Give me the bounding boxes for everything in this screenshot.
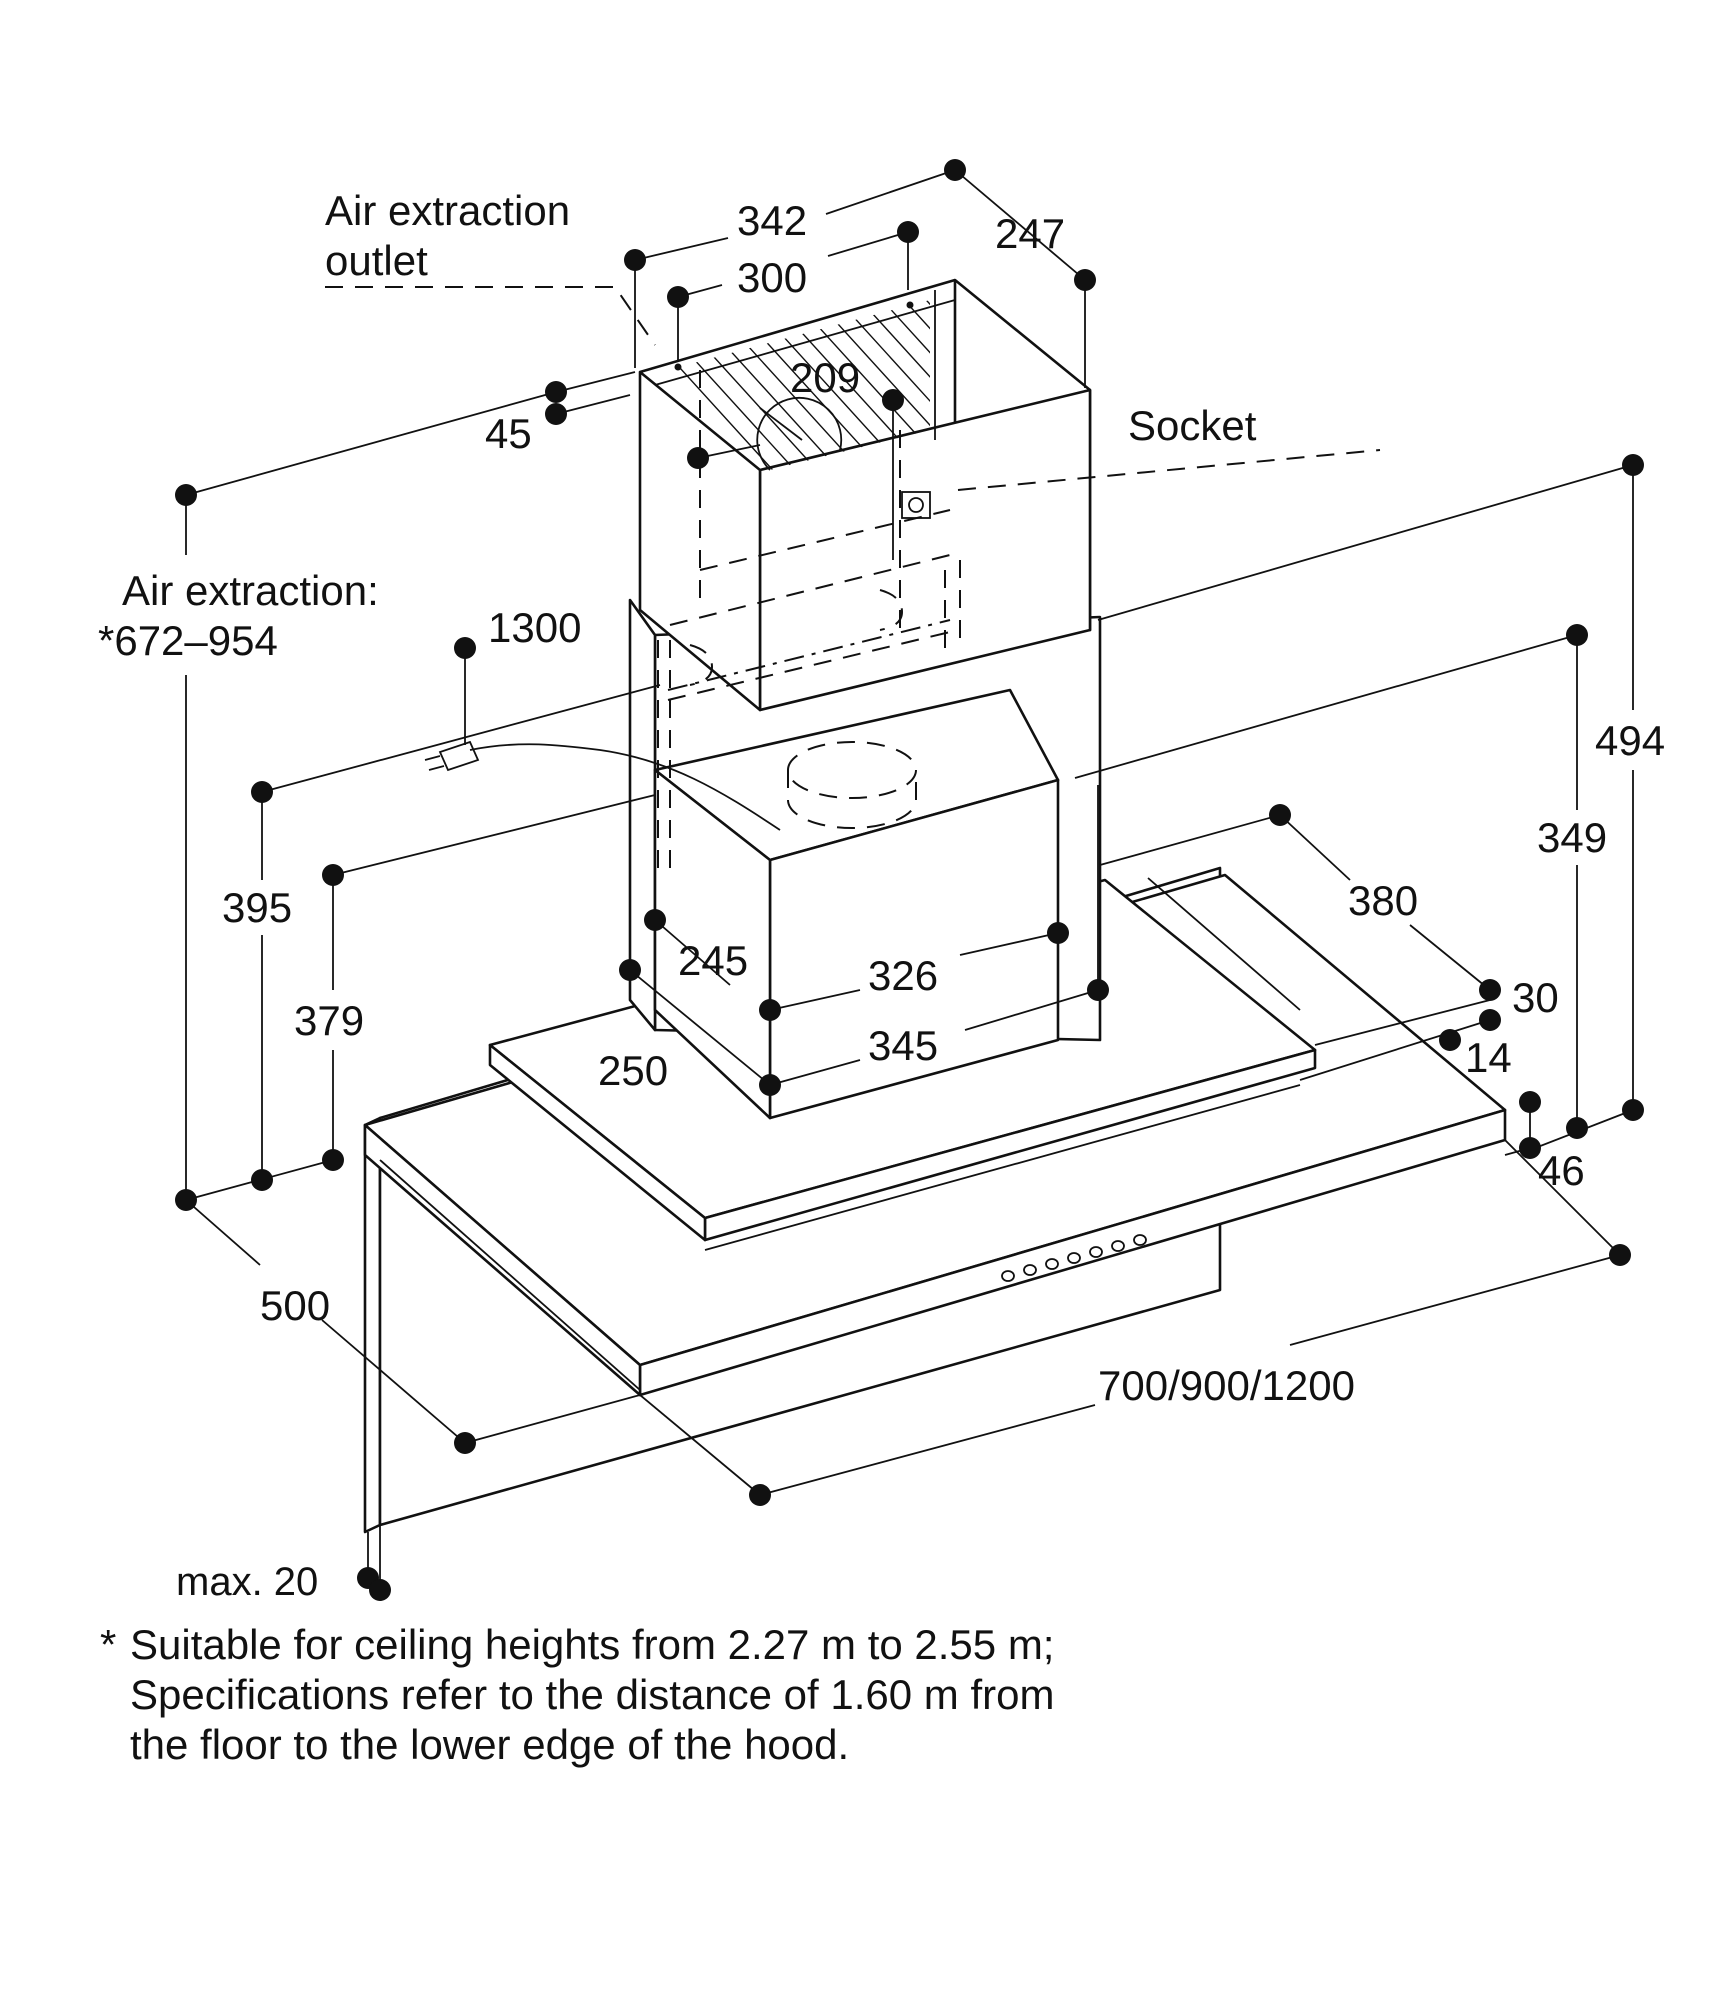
dim-245: 245	[678, 937, 748, 984]
socket-box	[901, 491, 931, 519]
dim-300: 300	[737, 254, 807, 301]
mount-slot-left	[689, 644, 714, 686]
plug-icon	[438, 740, 480, 772]
hatch-line	[660, 300, 801, 480]
upper-duct-top-edge	[639, 278, 956, 374]
footnote-star: *	[100, 1621, 117, 1668]
control-buttons	[1001, 1234, 1147, 1282]
upper-duct-left	[638, 370, 762, 712]
dimension-dots	[175, 159, 1644, 1601]
dim-342: 342	[737, 197, 807, 244]
label-max-20: max. 20	[176, 1560, 318, 1604]
hatch-line	[660, 300, 823, 480]
label-air-extraction-outlet-1: Air extraction	[325, 187, 570, 234]
dim-345: 345	[868, 1022, 938, 1069]
label-air-extraction-outlet-2: outlet	[325, 237, 428, 284]
hatch-line	[885, 300, 930, 480]
canopy-inner-edge	[379, 1159, 641, 1391]
mount-slot-right	[879, 589, 904, 631]
dim-395: 395	[222, 884, 292, 931]
dim-250: 250	[598, 1047, 668, 1094]
wall-back-panel	[363, 1116, 382, 1534]
hatch-line	[1084, 280, 1284, 500]
label-socket: Socket	[1128, 402, 1257, 449]
dim-379: 379	[294, 997, 364, 1044]
label-air-extraction-2: *672–954	[98, 617, 278, 664]
bracket-dashed-top	[669, 554, 951, 626]
hatch-line	[841, 300, 930, 480]
fan-outlet-dashed	[787, 741, 917, 799]
dim-500: 500	[260, 1282, 330, 1329]
dim-45: 45	[485, 410, 532, 457]
hatch-line	[1150, 280, 1350, 500]
dim-380: 380	[1348, 877, 1418, 924]
dim-494: 494	[1595, 717, 1665, 764]
dim-14: 14	[1465, 1034, 1512, 1081]
dim-326: 326	[868, 952, 938, 999]
text-labels: Air extraction outlet Socket Air extract…	[98, 187, 1665, 1604]
dim-700-900-1200: 700/900/1200	[1098, 1362, 1355, 1409]
footnote-line-2: Specifications refer to the distance of …	[130, 1671, 1055, 1718]
bracket-dashdot	[667, 619, 951, 691]
screw-left	[674, 363, 682, 371]
hatch-line	[1128, 280, 1328, 500]
socket-icon	[908, 497, 924, 513]
dim-247: 247	[995, 210, 1065, 257]
dim-349: 349	[1537, 814, 1607, 861]
dim-209: 209	[790, 354, 860, 401]
hatch-line	[863, 300, 930, 480]
duct-dashed-mid	[699, 509, 951, 571]
duct-opening	[756, 396, 843, 471]
outlet-leader	[325, 286, 656, 346]
hood-outline	[363, 278, 1507, 1534]
footnote-line-1: Suitable for ceiling heights from 2.27 m…	[130, 1621, 1055, 1668]
screw-right	[906, 301, 914, 309]
dim-46: 46	[1538, 1147, 1585, 1194]
plate-under-edge	[704, 1084, 1301, 1251]
footnote: * Suitable for ceiling heights from 2.27…	[100, 1620, 1300, 1770]
hatch-line	[1062, 280, 1262, 500]
dim-30: 30	[1512, 974, 1559, 1021]
dim-1300: 1300	[488, 604, 581, 651]
power-cable	[469, 743, 781, 831]
socket-leader	[957, 449, 1381, 491]
upper-plate-left	[488, 1043, 707, 1242]
label-air-extraction-1: Air extraction:	[122, 567, 379, 614]
bracket-dashed-bottom	[667, 631, 951, 701]
canopy-inner-edge-2	[1147, 877, 1301, 1011]
footnote-line-3: the floor to the lower edge of the hood.	[130, 1721, 850, 1768]
